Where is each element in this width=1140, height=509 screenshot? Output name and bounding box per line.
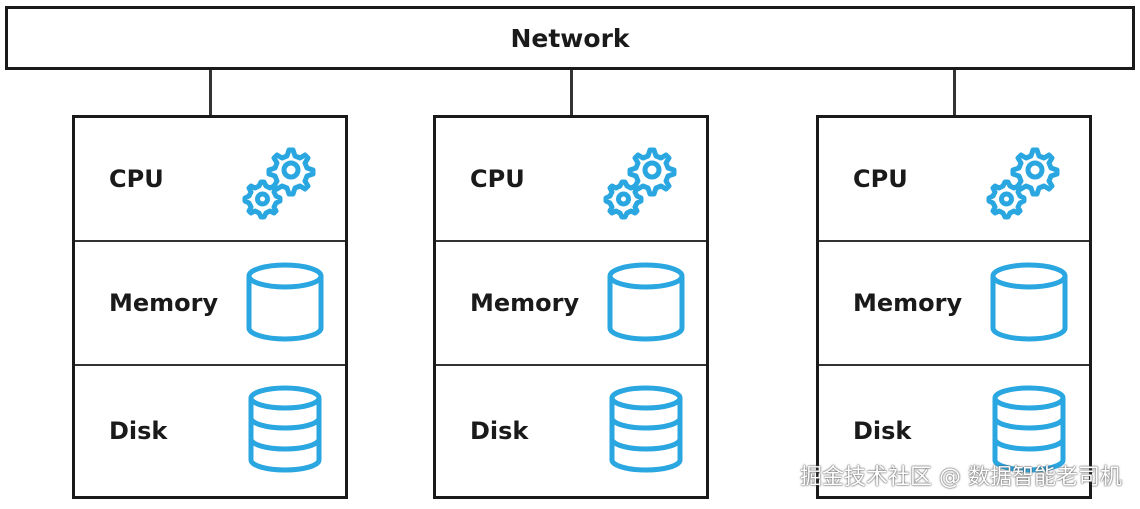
cpu-label: CPU: [853, 165, 908, 193]
memory-label: Memory: [109, 289, 219, 317]
database-stack-icon: [248, 385, 322, 473]
cpu-row: CPU: [819, 118, 1089, 242]
disk-row: Disk: [436, 366, 706, 496]
server-node-1: CPU Memory Disk: [72, 115, 348, 499]
gears-icon: [986, 147, 1060, 220]
memory-row: Memory: [436, 242, 706, 366]
disk-label: Disk: [853, 417, 912, 445]
cpu-label: CPU: [470, 165, 525, 193]
server-node-2: CPU Memory Disk: [433, 115, 709, 499]
cylinder-icon: [990, 262, 1068, 342]
gears-icon: [603, 147, 677, 220]
connector-line-3: [953, 70, 956, 115]
connector-line-2: [570, 70, 573, 115]
memory-label: Memory: [470, 289, 580, 317]
memory-row: Memory: [819, 242, 1089, 366]
disk-row: Disk: [75, 366, 345, 496]
server-node-3: CPU Memory Disk: [816, 115, 1092, 499]
cpu-row: CPU: [75, 118, 345, 242]
cylinder-icon: [246, 262, 324, 342]
database-stack-icon: [609, 385, 683, 473]
memory-label: Memory: [853, 289, 963, 317]
database-stack-icon: [992, 385, 1066, 473]
network-label: Network: [510, 23, 630, 53]
disk-label: Disk: [109, 417, 168, 445]
memory-row: Memory: [75, 242, 345, 366]
watermark-text: 掘金技术社区 @ 数据智能老司机: [800, 465, 1122, 490]
network-bar: Network: [5, 6, 1135, 70]
cpu-row: CPU: [436, 118, 706, 242]
gears-icon: [242, 147, 316, 220]
disk-label: Disk: [470, 417, 529, 445]
cylinder-icon: [607, 262, 685, 342]
cpu-label: CPU: [109, 165, 164, 193]
disk-row: Disk: [819, 366, 1089, 496]
connector-line-1: [209, 70, 212, 115]
